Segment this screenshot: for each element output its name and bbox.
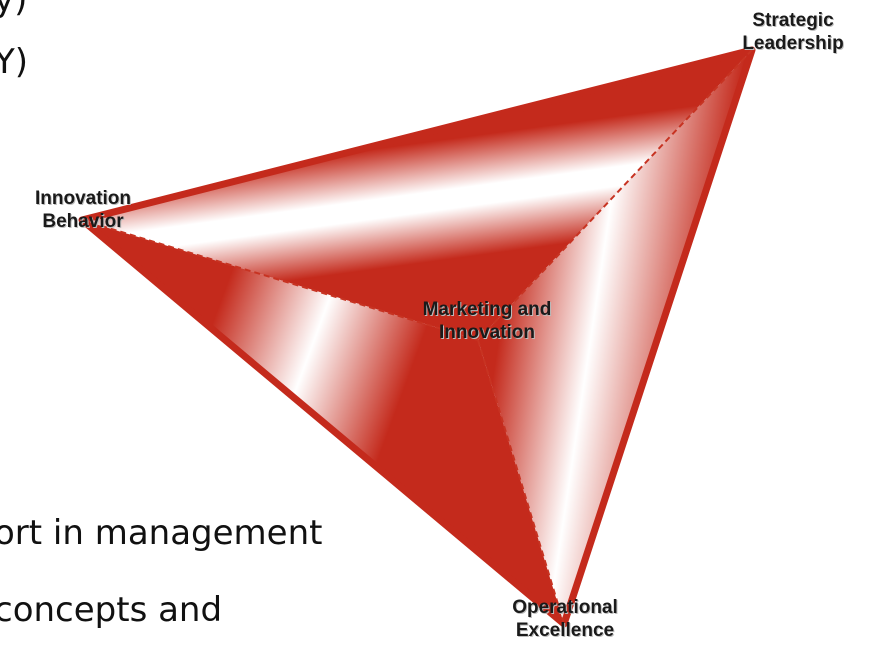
slide-text-line-1: y) [0, 0, 28, 20]
vertex-label-innovation-behavior: Innovation Behavior [34, 188, 132, 232]
slide-text-line-3: ort in management [0, 513, 323, 553]
vertex-label-strategic-leadership: Strategic Leadership [742, 10, 844, 54]
triangle-outline [78, 46, 756, 628]
center-label-marketing-innovation: Marketing and Innovation [422, 299, 552, 343]
vertex-label-operational-excellence: Operational Excellence [512, 597, 618, 641]
face-right [478, 50, 752, 624]
slide-text-line-2: Y) [0, 42, 29, 82]
slide-text-line-4: concepts and [0, 590, 223, 630]
inner-edges [81, 49, 753, 625]
face-top [82, 50, 752, 340]
